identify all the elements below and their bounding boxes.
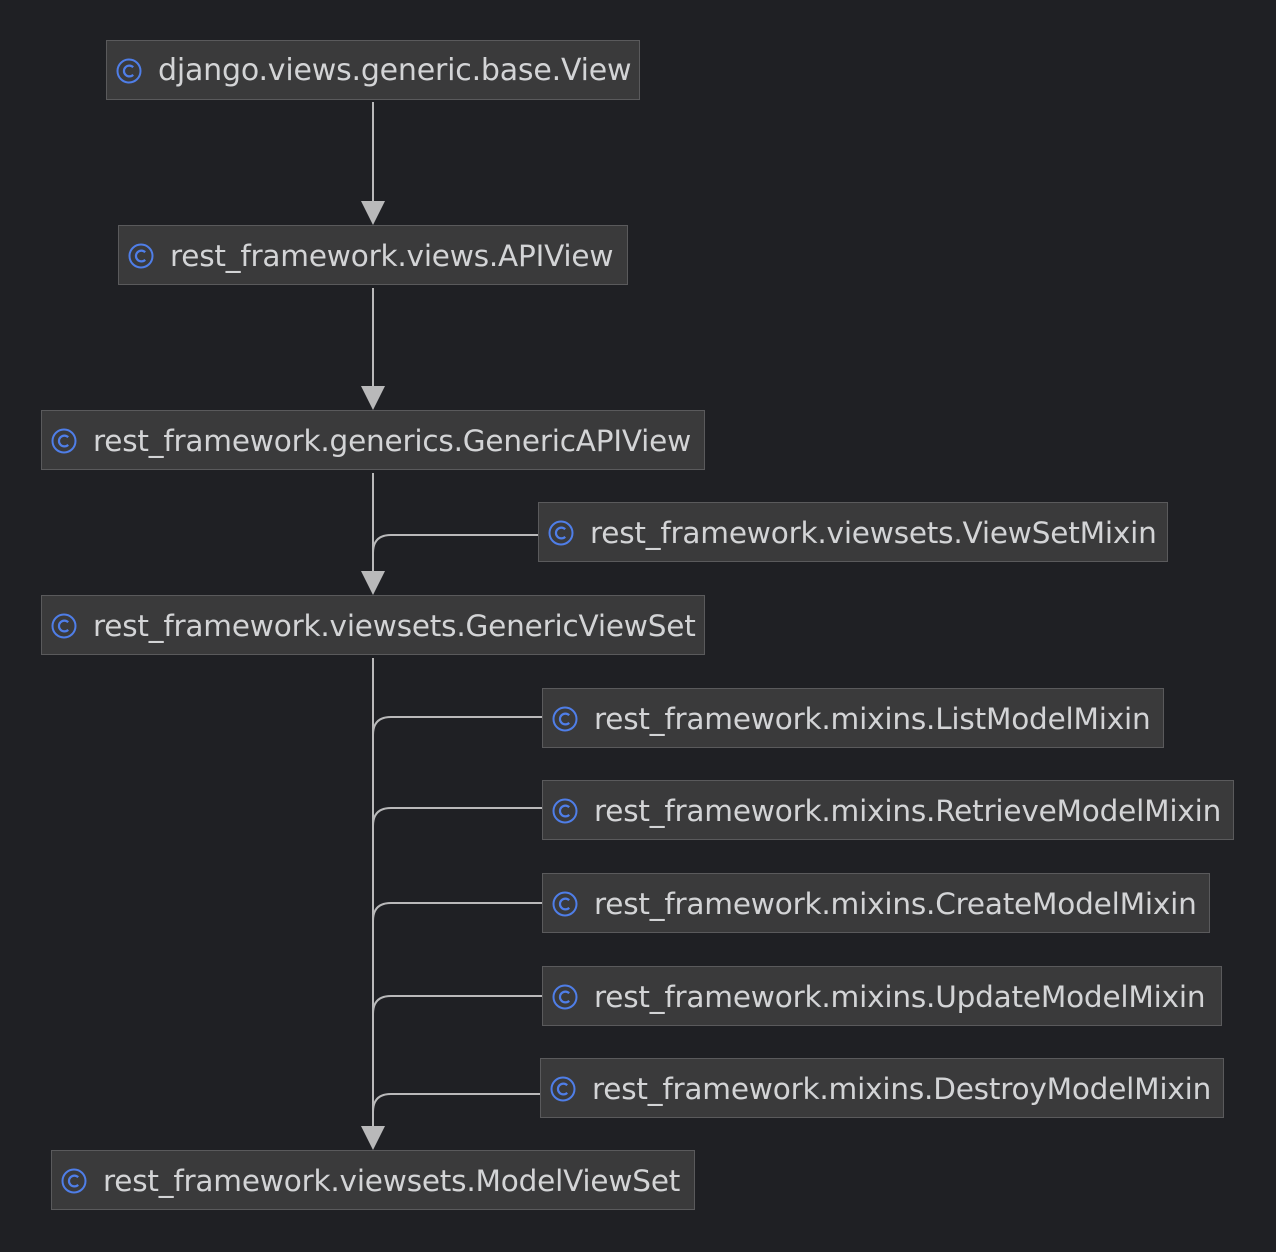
node-label: rest_framework.viewsets.GenericViewSet (93, 609, 696, 643)
arrowhead-genericapiview (361, 571, 385, 595)
node-label: rest_framework.viewsets.ViewSetMixin (590, 516, 1157, 550)
node-label: rest_framework.viewsets.ModelViewSet (103, 1164, 681, 1198)
node-apiview[interactable]: rest_framework.views.APIView (118, 225, 628, 285)
node-genericviewset[interactable]: rest_framework.viewsets.GenericViewSet (41, 595, 705, 655)
node-label: django.views.generic.base.View (158, 53, 632, 88)
node-destroymodelmixin[interactable]: rest_framework.mixins.DestroyModelMixin (540, 1058, 1224, 1118)
class-icon (548, 520, 574, 546)
node-genericapiview[interactable]: rest_framework.generics.GenericAPIView (41, 410, 705, 470)
arrowhead-genericviewset (361, 1126, 385, 1150)
edge-modelviewset-to-listmodelmixin (372, 716, 542, 736)
node-retrievemodelmixin[interactable]: rest_framework.mixins.RetrieveModelMixin (542, 780, 1234, 840)
node-updatemodelmixin[interactable]: rest_framework.mixins.UpdateModelMixin (542, 966, 1222, 1026)
arrowhead-apiview (361, 386, 385, 410)
edge-genericviewset-to-viewsetmixin (372, 534, 538, 554)
node-listmodelmixin[interactable]: rest_framework.mixins.ListModelMixin (542, 688, 1164, 748)
class-icon (51, 613, 77, 639)
node-label: rest_framework.views.APIView (170, 239, 614, 273)
edge-modelviewset-to-createmodelmixin (372, 902, 542, 922)
class-icon (552, 706, 578, 732)
edge-modelviewset-to-updatemodelmixin (372, 995, 542, 1015)
class-icon (552, 798, 578, 824)
node-label: rest_framework.mixins.CreateModelMixin (594, 887, 1197, 921)
node-label: rest_framework.generics.GenericAPIView (93, 424, 692, 458)
class-icon (61, 1168, 87, 1194)
class-icon (116, 58, 142, 84)
node-label: rest_framework.mixins.UpdateModelMixin (594, 980, 1206, 1014)
class-icon (552, 984, 578, 1010)
node-createmodelmixin[interactable]: rest_framework.mixins.CreateModelMixin (542, 873, 1210, 933)
class-icon (51, 428, 77, 454)
node-label: rest_framework.mixins.RetrieveModelMixin (594, 794, 1222, 828)
node-label: rest_framework.mixins.ListModelMixin (594, 702, 1151, 736)
class-icon (128, 243, 154, 269)
node-view[interactable]: django.views.generic.base.View (106, 40, 640, 100)
edge-modelviewset-to-retrievemodelmixin (372, 807, 542, 827)
node-viewsetmixin[interactable]: rest_framework.viewsets.ViewSetMixin (538, 502, 1168, 562)
class-icon (550, 1076, 576, 1102)
edge-modelviewset-to-destroymodelmixin (372, 1093, 540, 1113)
node-label: rest_framework.mixins.DestroyModelMixin (592, 1072, 1212, 1106)
arrowhead-view (361, 201, 385, 225)
class-icon (552, 891, 578, 917)
node-modelviewset[interactable]: rest_framework.viewsets.ModelViewSet (51, 1150, 695, 1210)
